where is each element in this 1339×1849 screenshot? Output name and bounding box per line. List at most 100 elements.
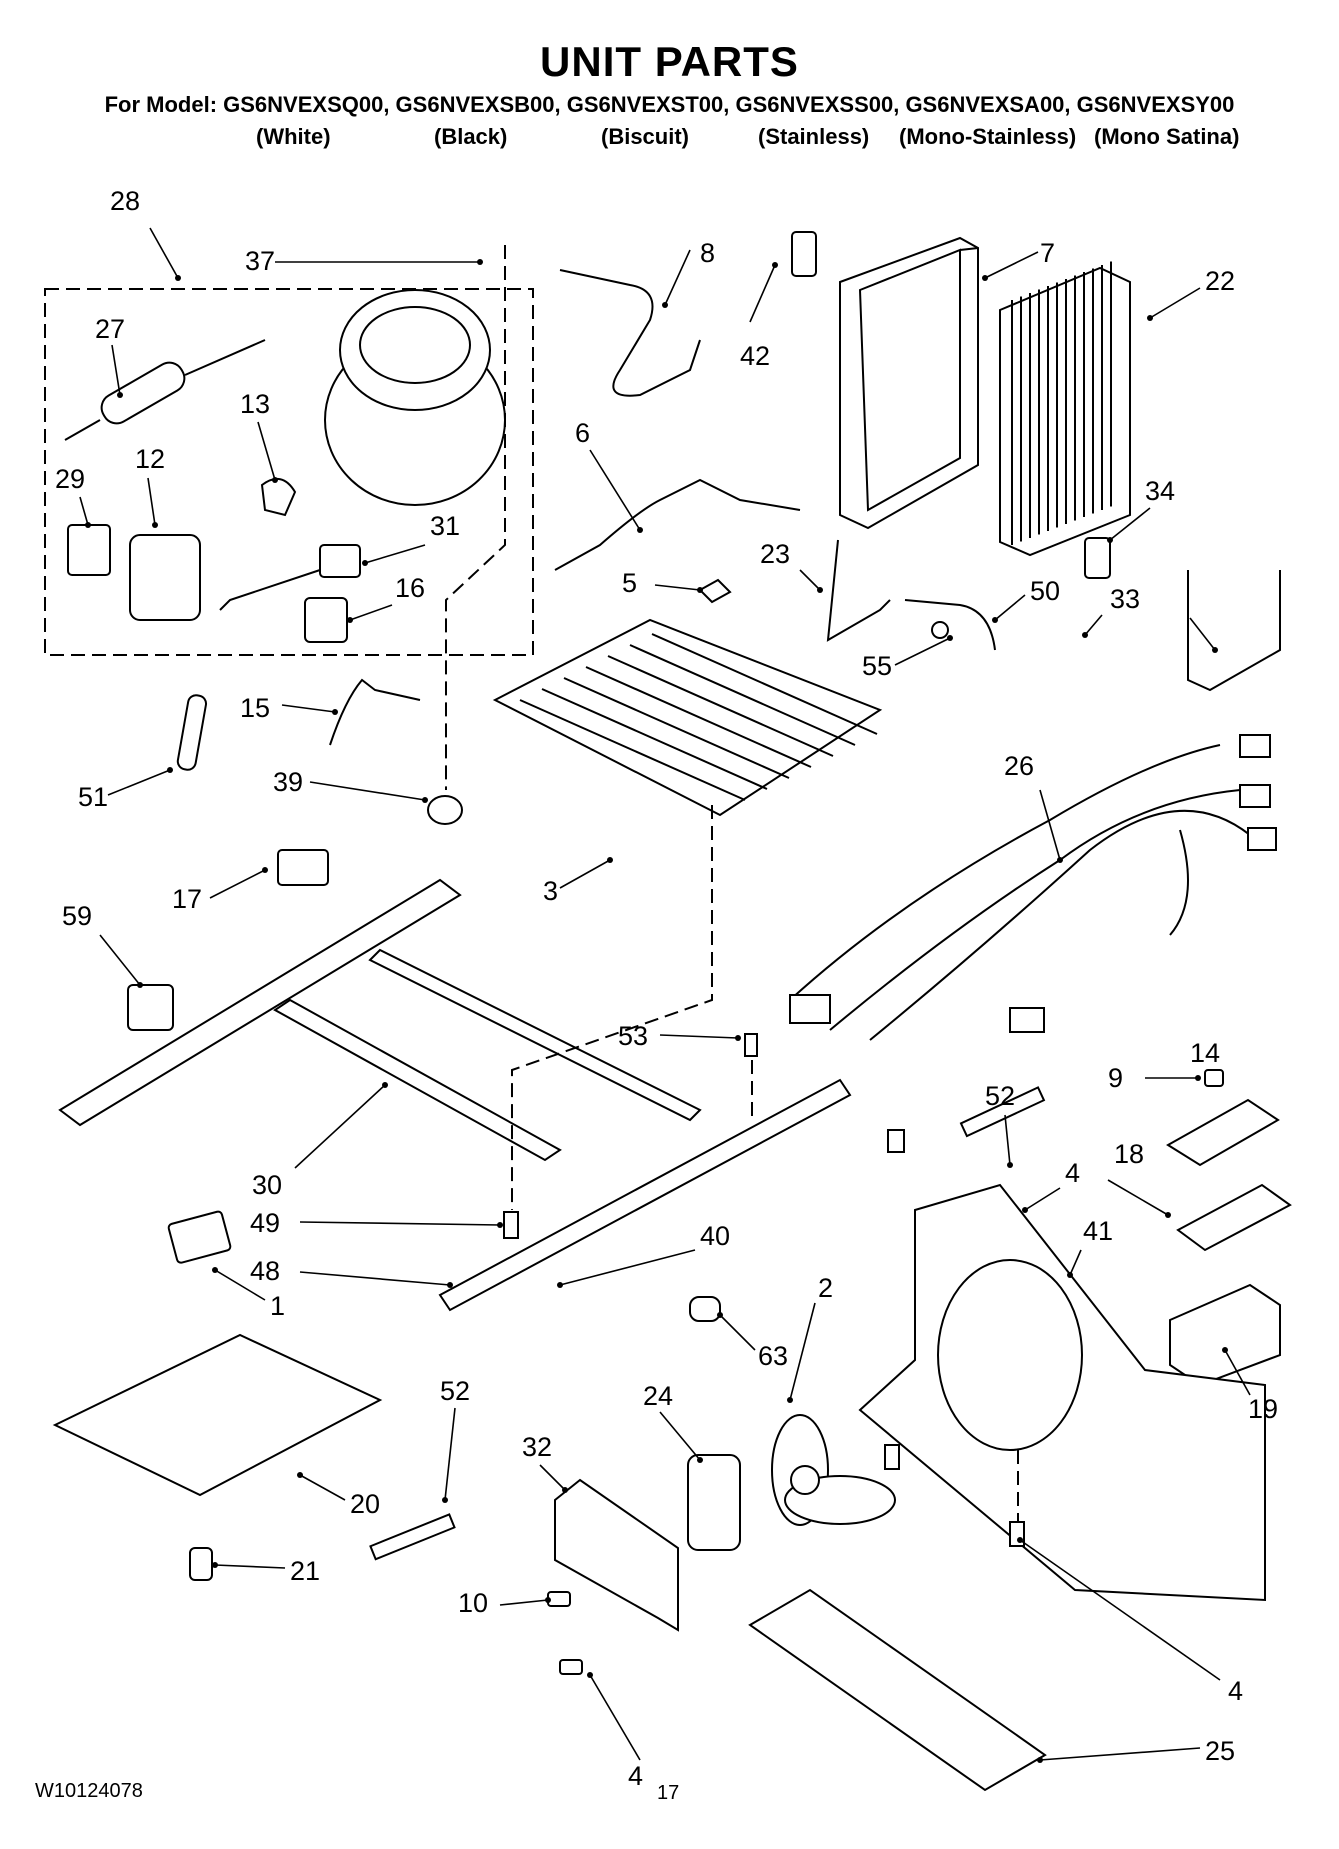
callout-9: 9	[1108, 1063, 1123, 1093]
part-grommet	[427, 795, 463, 825]
leader-line	[1069, 1249, 1082, 1276]
leader-line	[1019, 1539, 1221, 1681]
callout-14: 14	[1190, 1038, 1220, 1068]
leader-arrowhead	[772, 262, 778, 268]
leader-line	[749, 264, 776, 323]
callout-20: 20	[350, 1489, 380, 1519]
part-wire-harness	[789, 734, 1277, 1041]
part-capacitor-harness	[219, 544, 361, 611]
leader-line	[209, 869, 266, 899]
callout-31: 31	[430, 511, 460, 541]
leader-line	[214, 1269, 266, 1301]
part-screw-10	[547, 1591, 571, 1607]
callout-30: 30	[252, 1170, 282, 1200]
leader-arrowhead	[1067, 1272, 1073, 1278]
callout-33: 33	[1110, 584, 1140, 614]
part-overload	[304, 597, 348, 643]
leader-arrowhead	[175, 275, 181, 281]
part-screw-4-mid	[1009, 1521, 1025, 1547]
callout-52: 52	[985, 1081, 1015, 1111]
part-connector-block	[277, 849, 329, 886]
callout-7: 7	[1040, 238, 1055, 268]
callout-15: 15	[240, 693, 270, 723]
leader-line	[589, 449, 641, 531]
part-clip	[791, 231, 817, 277]
leader-lines	[79, 227, 1251, 1763]
callout-19: 19	[1248, 1394, 1278, 1424]
leader-arrowhead	[1037, 1757, 1043, 1763]
part-control-cover	[1166, 1098, 1280, 1167]
leader-line	[1224, 1349, 1251, 1396]
leader-arrowhead	[1147, 315, 1153, 321]
part-bumper	[127, 984, 174, 1031]
doc-number: W10124078	[35, 1780, 143, 1802]
callout-1: 1	[270, 1291, 285, 1321]
evaporator-tube	[519, 699, 746, 801]
page-title: UNIT PARTS	[540, 38, 799, 85]
part-back-cover	[839, 236, 979, 530]
leader-arrowhead	[1107, 537, 1113, 543]
callout-42: 42	[740, 341, 770, 371]
leader-arrowhead	[735, 1035, 741, 1041]
leader-arrowhead	[637, 527, 643, 533]
leader-arrowhead	[1057, 857, 1063, 863]
leader-arrowhead	[562, 1487, 568, 1493]
leader-line	[111, 344, 121, 396]
callout-13: 13	[240, 389, 270, 419]
part-damper	[689, 1296, 721, 1322]
leader-line	[539, 1464, 566, 1491]
callout-4: 4	[1065, 1158, 1080, 1188]
leader-line	[589, 1674, 641, 1761]
part-fan-blade	[771, 1414, 896, 1526]
leader-arrowhead	[85, 522, 91, 528]
leader-arrowhead	[137, 982, 143, 988]
callout-28: 28	[110, 186, 140, 216]
leader-arrowhead	[477, 259, 483, 265]
part-screw-53	[744, 1033, 758, 1057]
leader-arrowhead	[212, 1562, 218, 1568]
part-screw-55	[931, 621, 949, 639]
part-condenser	[999, 261, 1131, 557]
leader-line	[299, 1271, 451, 1286]
leader-arrowhead	[382, 1082, 388, 1088]
leader-arrowhead	[787, 1397, 793, 1403]
leader-line	[1039, 789, 1061, 861]
callout-8: 8	[700, 238, 715, 268]
part-screw-4-base	[884, 1444, 900, 1470]
leader-arrowhead	[607, 857, 613, 863]
leader-arrowhead	[982, 275, 988, 281]
leader-arrowhead	[442, 1497, 448, 1503]
evaporator-tube	[541, 688, 768, 790]
compressor-kit-box	[44, 288, 534, 656]
leader-line	[994, 594, 1026, 621]
leader-line	[789, 1302, 816, 1401]
leader-line	[309, 781, 426, 801]
leader-line	[444, 1407, 456, 1501]
leader-line	[147, 477, 156, 526]
leader-line	[559, 859, 611, 889]
part-front-rail	[438, 1078, 852, 1312]
callout-3: 3	[543, 876, 558, 906]
leader-line	[659, 1034, 739, 1039]
part-control-housing	[1169, 1283, 1281, 1387]
evaporator-tube	[585, 666, 812, 768]
callout-63: 63	[758, 1341, 788, 1371]
callout-52: 52	[440, 1376, 470, 1406]
leader-arrowhead	[362, 560, 368, 566]
color-biscuit: (Biscuit)	[601, 124, 689, 149]
leader-line	[664, 249, 691, 306]
callout-10: 10	[458, 1588, 488, 1618]
callout-40: 40	[700, 1221, 730, 1251]
leader-arrowhead	[167, 767, 173, 773]
leader-arrowhead	[332, 709, 338, 715]
leader-line	[364, 544, 426, 564]
part-wire	[329, 678, 421, 746]
leader-arrowhead	[272, 477, 278, 483]
leader-line	[79, 496, 89, 526]
callout-41: 41	[1083, 1216, 1113, 1246]
part-evaporator	[492, 618, 883, 817]
part-start-relay	[129, 534, 201, 621]
leader-line	[499, 1599, 549, 1606]
callout-50: 50	[1030, 576, 1060, 606]
